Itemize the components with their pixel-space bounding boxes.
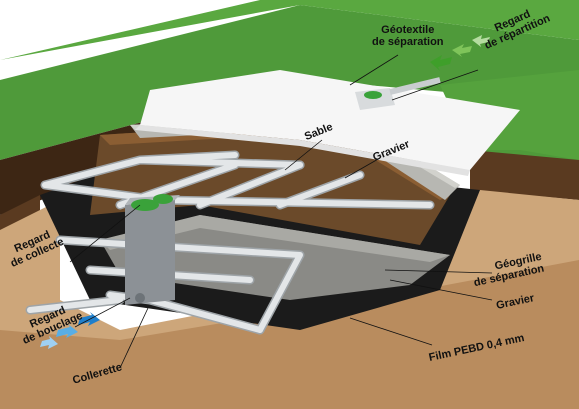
regard-repartition-box	[355, 77, 441, 110]
regard-collecte-box	[125, 194, 180, 305]
green-arrow-icon	[430, 35, 490, 71]
collar-icon	[135, 293, 145, 303]
green-cap-icon	[131, 199, 159, 211]
geotextile-sheet	[135, 70, 520, 176]
leader-lines	[69, 54, 493, 369]
